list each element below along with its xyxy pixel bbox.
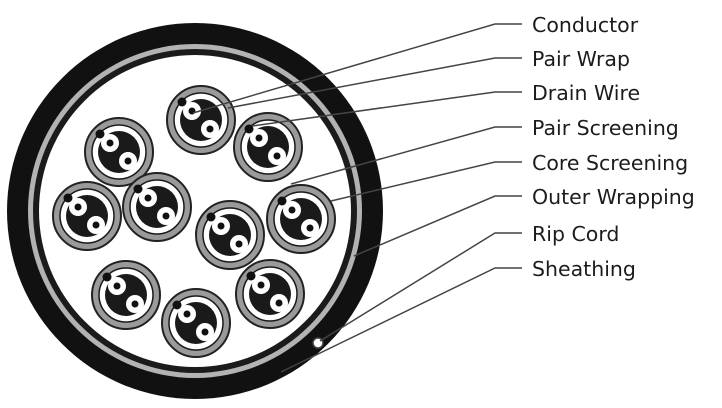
pair-unit bbox=[195, 200, 265, 270]
label-drain-wire: Drain Wire bbox=[532, 81, 640, 105]
label-conductor: Conductor bbox=[532, 13, 639, 37]
leader-line-sheathing bbox=[280, 267, 522, 373]
leader-line-drain-wire bbox=[251, 91, 522, 127]
labels: Conductor Pair Wrap Drain Wire Pair Scre… bbox=[532, 13, 695, 281]
pair-unit bbox=[122, 172, 192, 242]
leader-line-pair-screening bbox=[290, 126, 522, 185]
leader-line-conductor bbox=[192, 23, 522, 114]
leader-line-core-screening bbox=[330, 161, 522, 202]
leader-lines bbox=[192, 23, 522, 373]
leader-line-outer-wrapping bbox=[353, 195, 522, 257]
pair-unit bbox=[84, 117, 154, 187]
pair-unit bbox=[235, 259, 305, 329]
pair-unit bbox=[266, 184, 336, 254]
pair-unit bbox=[233, 112, 303, 182]
label-outer-wrapping: Outer Wrapping bbox=[532, 185, 695, 209]
pair-unit bbox=[161, 288, 231, 358]
pair-unit bbox=[166, 85, 236, 155]
label-pair-screening: Pair Screening bbox=[532, 116, 679, 140]
leader-line-pair-wrap bbox=[227, 57, 522, 109]
label-pair-wrap: Pair Wrap bbox=[532, 47, 630, 71]
label-sheathing: Sheathing bbox=[532, 257, 636, 281]
pair-unit bbox=[52, 181, 122, 251]
label-core-screening: Core Screening bbox=[532, 151, 688, 175]
label-rip-cord: Rip Cord bbox=[532, 222, 619, 246]
pair-unit bbox=[91, 260, 161, 330]
leader-line-rip-cord bbox=[319, 232, 522, 342]
